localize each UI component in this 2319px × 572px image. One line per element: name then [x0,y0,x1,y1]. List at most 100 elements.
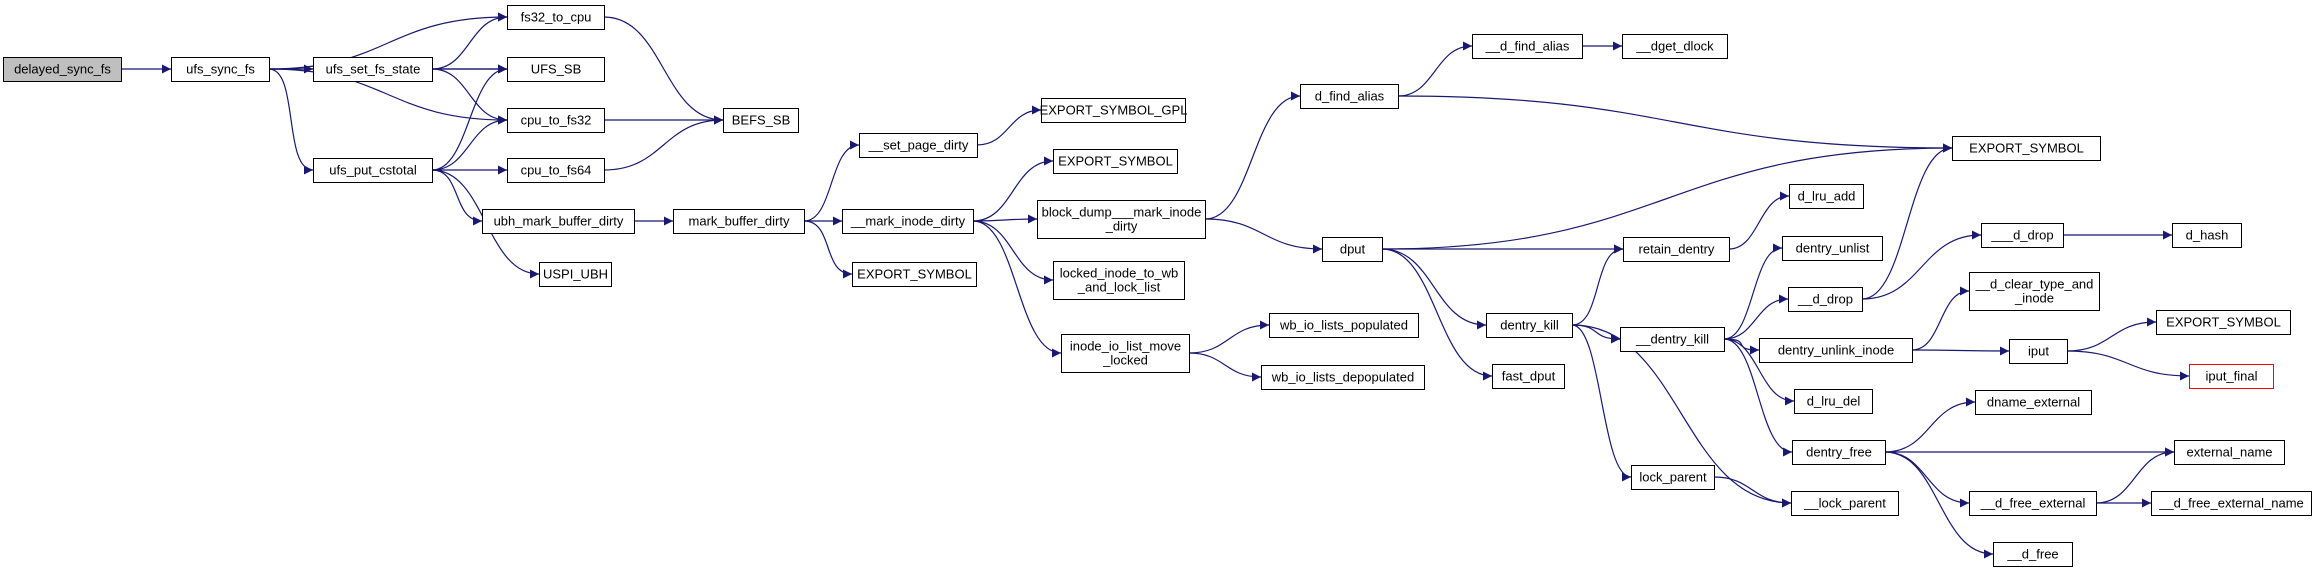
node-wb-io-lists-depopulated[interactable]: wb_io_lists_depopulated [1261,365,1425,390]
node-mark-inode-dirty[interactable]: __mark_inode_dirty [842,209,974,234]
node-dentry-kill[interactable]: __dentry_kill [1620,327,1725,352]
node-befs-sb[interactable]: BEFS_SB [723,108,799,133]
node-label: mark_buffer_dirty [689,214,790,229]
node-box [2174,440,2285,465]
node-label: lock_parent [1639,470,1707,485]
node-label: dentry_free [1806,445,1872,460]
node-d-lru-add[interactable]: d_lru_add [1789,184,1864,209]
node-uspi-ubh[interactable]: USPI_UBH [539,262,612,287]
edge-dput-to-export-symbol-c [1381,143,1953,250]
edge-iput-to-iput-final [2066,350,2190,381]
node-box [852,262,977,287]
node-label: dentry_unlink_inode [1778,343,1894,358]
node-ufs-put-cstotal[interactable]: ufs_put_cstotal [313,158,433,183]
node-fast-dput[interactable]: fast_dput [1492,364,1565,389]
node-dget-dlock[interactable]: __dget_dlock [1622,34,1728,59]
node-block-dump-mark-inode-dirty[interactable]: block_dump___mark_inode_dirty [1037,200,1206,239]
edge-block-dump-mark-inode-dirty-to-d-find-alias [1204,91,1301,220]
node-label: d_lru_add [1798,189,1856,204]
edge-ufs-sync-fs-to-ufs-put-cstotal [268,68,314,175]
node-label: __d_free_external_name [2158,496,2304,511]
edge--dentry-kill-to-d-lru-del [1723,338,1795,406]
node-d-drop[interactable]: ___d_drop [1981,223,2064,248]
node-lock-parent[interactable]: lock_parent [1631,465,1715,490]
node-cpu-to-fs32[interactable]: cpu_to_fs32 [507,108,605,133]
node-export-symbol-c[interactable]: EXPORT_SYMBOL [1952,136,2101,161]
node-label: BEFS_SB [732,113,791,128]
node-box [1322,237,1383,262]
node-box [1622,34,1728,59]
node-label: _and_lock_list [1077,280,1161,295]
node-external-name[interactable]: external_name [2174,440,2285,465]
node-locked-inode-to-wb-and-lock-list[interactable]: locked_inode_to_wb_and_lock_list [1053,261,1185,300]
edge--d-free-external-to-external-name [2095,447,2175,504]
node-label: __d_find_alias [1485,39,1570,54]
node-iput[interactable]: iput [2009,339,2068,364]
node-retain-dentry[interactable]: retain_dentry [1623,237,1730,262]
edge-inode-io-list-move-locked-to-wb-io-lists-populated [1188,320,1270,354]
node-iput-final[interactable]: iput_final [2189,364,2274,389]
node-box [2189,364,2274,389]
node-box [859,133,978,158]
edge-d-find-alias-to-export-symbol-c [1397,95,1953,153]
node-d-free-external-name[interactable]: __d_free_external_name [2151,491,2312,516]
node-export-symbol-d[interactable]: EXPORT_SYMBOL [2156,310,2291,335]
node-export-symbol-b[interactable]: EXPORT_SYMBOL [852,262,977,287]
node-box [1794,389,1873,414]
node-label: cpu_to_fs32 [521,113,592,128]
node-d-lru-del[interactable]: d_lru_del [1794,389,1873,414]
node-fs32-to-cpu[interactable]: fs32_to_cpu [507,5,605,30]
node-export-symbol-a[interactable]: EXPORT_SYMBOL [1053,149,1178,174]
node-ufs-sync-fs[interactable]: ufs_sync_fs [171,57,270,82]
edge-dentry-kill-to--lock-parent [1571,324,1792,508]
edge--dentry-kill-to--d-drop-small [1723,294,1789,340]
node-dentry-unlink-inode[interactable]: dentry_unlink_inode [1759,338,1913,363]
node-box [2151,491,2312,516]
node-dentry-free[interactable]: dentry_free [1792,440,1886,465]
node-box [723,108,799,133]
node-box [1789,184,1864,209]
edge--mark-inode-dirty-to-inode-io-list-move-locked [972,220,1062,358]
node-delayed-sync-fs[interactable]: delayed_sync_fs [3,57,122,82]
edge--dentry-kill-to-dentry-unlink-inode [1723,338,1760,355]
node-label: ubh_mark_buffer_dirty [494,214,624,229]
node-label: dentry_unlist [1796,241,1870,256]
node-label: dput [1340,242,1366,257]
node-d-drop-small[interactable]: __d_drop [1788,287,1863,312]
node-lock-parent[interactable]: __lock_parent [1791,491,1899,516]
node-label: __d_clear_type_and [1975,277,2094,292]
node-box [1269,313,1419,338]
node-d-free-external[interactable]: __d_free_external [1969,491,2097,516]
node-dentry-unlist[interactable]: dentry_unlist [1782,236,1883,261]
node-label: iput [2028,344,2049,359]
node-label: block_dump___mark_inode [1042,205,1202,220]
node-cpu-to-fs64[interactable]: cpu_to_fs64 [507,158,605,183]
node-mark-buffer-dirty[interactable]: mark_buffer_dirty [673,209,805,234]
node-wb-io-lists-populated[interactable]: wb_io_lists_populated [1269,313,1419,338]
node-inode-io-list-move-locked[interactable]: inode_io_list_move_locked [1061,334,1190,373]
node-d-find-alias[interactable]: d_find_alias [1300,84,1399,109]
node-set-page-dirty[interactable]: __set_page_dirty [859,133,978,158]
node-dput[interactable]: dput [1322,237,1383,262]
node-box [539,262,612,287]
node-d-free[interactable]: __d_free [1993,542,2073,567]
edge-block-dump-mark-inode-dirty-to-dput [1204,218,1323,254]
node-ufs-set-fs-state[interactable]: ufs_set_fs_state [313,57,433,82]
node-dentry-kill[interactable]: dentry_kill [1486,313,1573,338]
edge-mark-buffer-dirty-to-export-symbol-b [803,220,853,279]
edge--dentry-kill-to-dentry-unlist [1723,243,1783,340]
node-d-find-alias[interactable]: __d_find_alias [1472,34,1583,59]
edge-ufs-set-fs-state-to-fs32-to-cpu [431,12,508,70]
node-label: d_lru_del [1807,394,1861,409]
node-ubh-mark-buffer-dirty[interactable]: ubh_mark_buffer_dirty [482,209,635,234]
node-box [1486,313,1573,338]
node-export-symbol-gpl[interactable]: EXPORT_SYMBOL_GPL [1040,98,1188,123]
node-ufs-sb[interactable]: UFS_SB [507,57,605,82]
node-d-hash[interactable]: d_hash [2172,223,2242,248]
node-dname-external[interactable]: dname_external [1975,390,2092,415]
node-box [673,209,805,234]
node-label: _locked [1102,353,1148,368]
node-label: __set_page_dirty [868,138,969,153]
node-d-clear-type-and-inode[interactable]: __d_clear_type_and_inode [1969,272,2100,311]
node-box [482,209,635,234]
